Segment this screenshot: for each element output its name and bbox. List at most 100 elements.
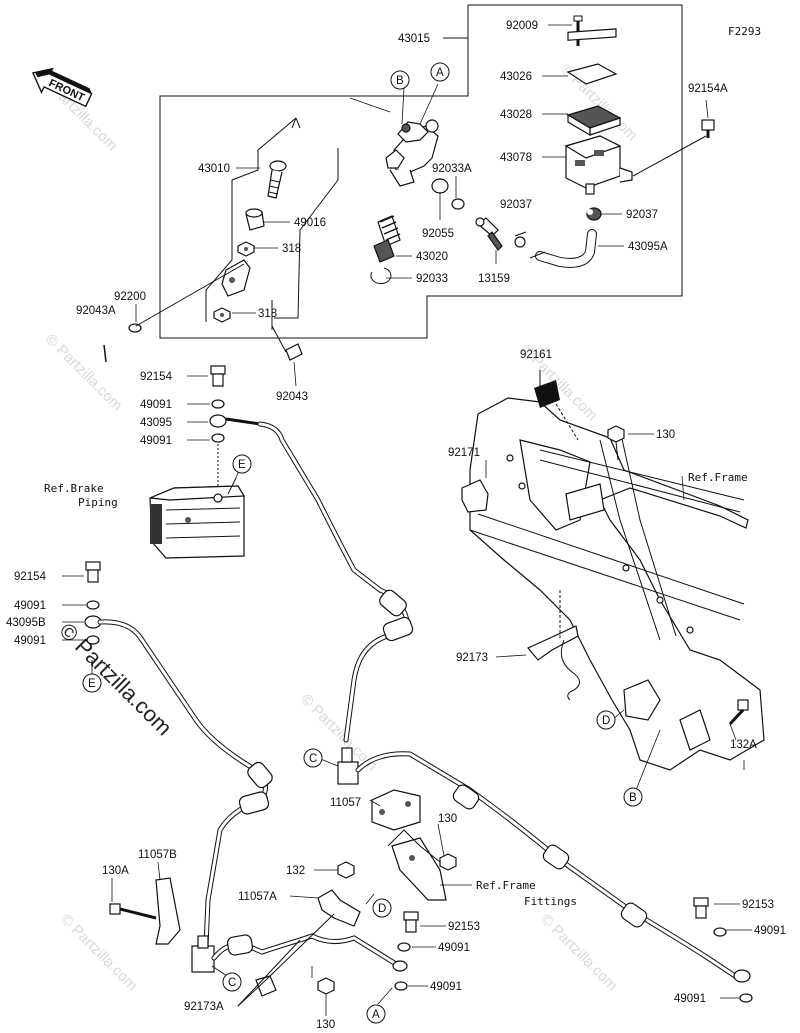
part-label: 130 — [316, 1019, 335, 1031]
watermark-text: © Partzilla.com — [42, 331, 125, 414]
ref-brake-label: Ref.Brake — [44, 482, 104, 495]
pad-92161 — [534, 380, 560, 408]
bolt-92153-mid — [403, 911, 419, 933]
hose-clamp-small — [514, 231, 527, 248]
washer — [211, 399, 225, 409]
part-label: 130A — [102, 865, 129, 877]
banjo-bolt — [210, 365, 226, 387]
master-cylinder-piston — [373, 215, 401, 263]
master-cylinder-body — [385, 119, 439, 187]
svg-text:B: B — [629, 792, 637, 804]
svg-text:A: A — [372, 1009, 380, 1021]
part-label: 49091 — [438, 942, 470, 954]
part-label: 49016 — [294, 217, 326, 229]
part-label: 92154 — [14, 571, 47, 583]
part-label: 92173A — [184, 1001, 224, 1013]
part-label: 92037 — [626, 209, 658, 221]
bolt-92153-right — [693, 897, 709, 919]
frame-reference — [469, 397, 765, 771]
part-label: 92154 — [140, 371, 173, 383]
reservoir-diaphragm-plate — [566, 105, 622, 137]
part-label: 49091 — [14, 635, 46, 647]
part-label: 49091 — [14, 600, 46, 612]
bracket-11057 — [371, 789, 421, 831]
svg-text:E: E — [238, 459, 246, 471]
washer — [211, 433, 225, 443]
switch-bracket — [221, 259, 251, 297]
part-label: 92200 — [114, 291, 146, 303]
reservoir-body — [564, 135, 633, 195]
bracket-frame-fitting — [391, 837, 447, 901]
callout-a-lower: A — [366, 1004, 386, 1024]
part-label: 49091 — [140, 435, 172, 447]
pivot-bolt — [267, 160, 287, 199]
part-label: 92037 — [500, 199, 532, 211]
part-label: 92171 — [448, 447, 480, 459]
bolt-132 — [337, 861, 355, 879]
part-label: 92009 — [506, 20, 538, 32]
part-label: 49091 — [674, 993, 706, 1005]
washer — [397, 942, 411, 952]
part-label: 43095 — [140, 417, 172, 429]
svg-text:B: B — [396, 75, 404, 87]
ref-frame-label: Ref.Frame — [688, 471, 748, 484]
part-label: 92043 — [276, 391, 308, 403]
part-label: 11057A — [238, 891, 277, 903]
hose-protector-3 — [226, 784, 648, 956]
dust-boot — [431, 178, 449, 194]
leader-lines — [62, 24, 752, 1016]
hose-joint-c-upper — [337, 747, 359, 785]
callout-b-frame: B — [623, 787, 643, 807]
part-label: 92043A — [76, 305, 116, 317]
bolt-130-bottom — [317, 977, 335, 995]
bolt-130-frame — [607, 425, 625, 443]
watermark-text: © Partzilla.com — [537, 911, 620, 994]
washer — [713, 927, 727, 937]
hose-end-lower — [392, 960, 408, 972]
callout-e-lower: E — [82, 673, 102, 693]
hose-protector-1 — [379, 589, 414, 642]
callout-c-upper: C — [303, 748, 323, 768]
part-label: 43015 — [398, 33, 430, 45]
part-label: 11057 — [330, 797, 361, 809]
nut-318-bottom — [213, 307, 231, 323]
part-label: 92173 — [456, 652, 488, 664]
washer — [394, 981, 408, 991]
part-label: 92161 — [520, 349, 552, 361]
banjo-bolt — [85, 561, 101, 583]
clutch-hose-main — [257, 421, 411, 743]
cotter-pin — [103, 344, 107, 363]
part-label: 43095A — [628, 241, 668, 253]
bolt-132a — [728, 699, 749, 726]
washer — [739, 993, 753, 1003]
callout-circles: A B E E C D B D C A — [82, 62, 643, 1024]
clamp-92173 — [527, 625, 580, 701]
bracket-11057a — [317, 889, 361, 927]
part-label: 92153 — [448, 921, 480, 933]
part-label: 92055 — [422, 228, 454, 240]
svg-text:D: D — [602, 715, 610, 727]
reservoir-cap — [566, 28, 618, 85]
part-label: 92033 — [416, 273, 448, 285]
hose-end-43095 — [209, 414, 261, 428]
nut-318-top — [237, 241, 255, 257]
bolt-130-mid — [439, 853, 457, 871]
part-label: 11057B — [138, 849, 177, 861]
part-labels: 43015 92009 43026 43028 43078 92154A 920… — [6, 20, 786, 1031]
part-label: 43026 — [500, 71, 532, 83]
hose-end-right — [733, 969, 751, 983]
part-label: 92033A — [432, 163, 472, 175]
reservoir-fitting — [475, 217, 503, 251]
callout-e-upper: E — [232, 454, 252, 474]
callout-c-lower: C — [222, 972, 242, 992]
part-label: 49091 — [430, 981, 462, 993]
svg-text:D: D — [378, 903, 386, 915]
o-ring — [451, 198, 465, 210]
figure-id: F2293 — [728, 25, 761, 38]
washer — [128, 323, 142, 333]
hose-protector-2 — [238, 761, 273, 815]
ref-brake-label-2: Piping — [78, 496, 118, 509]
part-label: 43028 — [500, 109, 532, 121]
callout-b-upper: B — [390, 70, 410, 90]
reservoir-hose — [529, 229, 597, 268]
